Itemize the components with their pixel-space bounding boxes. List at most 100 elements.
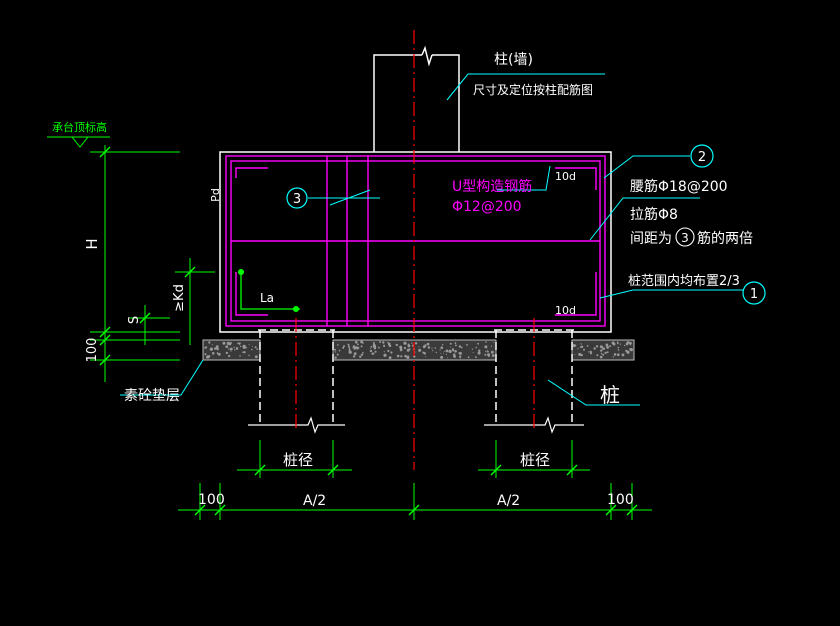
hatch-dot [475,346,478,349]
hatch-dot [458,345,462,348]
hatch-dot [222,341,226,345]
hatch-dot [574,354,576,356]
hatch-dot [383,344,386,347]
hatch-dot [460,346,463,349]
hatch-dot [374,350,377,353]
hatch-dot [211,344,213,346]
hatch-dot [624,344,626,347]
hatch-dot [337,344,339,346]
hatch-dot [233,346,235,348]
hatch-dot [425,356,427,358]
hatch-dot [404,354,407,358]
hatch-dot [360,353,364,356]
hatch-dot [604,351,607,354]
hatch-dot [407,355,409,357]
hatch-dot [472,352,474,353]
dim-100-right: 100 [607,492,634,508]
hatch-dot [432,350,434,352]
hatch-dot [454,342,457,344]
hatch-dot [445,349,449,353]
hatch-dot [352,355,356,358]
hatch-dot [577,348,579,350]
hatch-dot [355,340,358,344]
hatch-dot [378,346,380,349]
hatch-dot [239,355,241,357]
column-outline [373,45,460,152]
hatch-dot [449,342,452,345]
hatch-dot [208,356,210,358]
hatch-dot [211,352,215,355]
hatch-dot [611,341,615,345]
hatch-dot [334,356,337,359]
hatch-dot [256,348,259,350]
hatch-dot [395,343,398,347]
tie-spacing-label-b: 筋的两倍 [697,230,753,247]
hatch-dot [477,342,479,345]
hatch-dot [434,347,437,349]
hatch-dot [599,355,603,359]
dimension-ticks [99,146,638,516]
hatch-dot [388,344,392,348]
hatch-dot [440,355,444,359]
rebar-dots [238,269,299,312]
hatch-dot [382,341,385,344]
hatch-dot [613,353,617,356]
hatch-dot [248,344,250,346]
hatch-dot [237,342,240,345]
hatch-dot [617,346,620,349]
hatch-dot [400,355,403,358]
hatch-dot [215,345,219,349]
hatch-dot [372,352,375,355]
dim-h-label: H [83,238,101,249]
hatch-dot [387,341,389,343]
hatch-dot [234,349,236,351]
hatch-dot [455,344,457,347]
hatch-dot [484,345,488,349]
hatch-dot [334,348,336,351]
dim-100-vertical: 100 [85,338,100,363]
pile-diameter-left: 桩径 [283,451,313,469]
ten-d-bottom-label: 10d [555,304,576,317]
hatch-dot [442,352,444,354]
hatch-dot [617,353,620,357]
hatch-dot [216,353,219,355]
dim-a-half-right: A/2 [497,493,520,509]
hatch-dot [243,351,246,354]
hatch-dot [403,346,406,350]
column-note: 尺寸及定位按柱配筋图 [473,82,593,97]
hatch-dot [372,344,375,346]
hatch-dot [407,344,411,348]
hatch-dot [609,345,612,348]
hatch-dot [229,347,233,351]
svg-text:1: 1 [750,287,758,302]
hatch-dot [427,346,431,349]
hatch-dot [484,353,487,356]
hatch-dot [418,348,422,352]
hatch-dot [477,351,481,355]
centerlines [295,30,535,470]
hatch-dot [396,354,400,358]
hatch-dot [459,355,462,358]
hatch-dot [439,349,441,351]
hatch-dot [338,349,341,352]
hatch-dot [352,346,354,348]
hatch-dot [230,350,232,352]
hatch-dot [235,347,239,350]
hatch-dot [238,343,241,345]
dim-s-label: S [127,316,142,324]
hatch-dot [440,346,444,350]
hatch-dot [491,354,495,357]
hatch-dot [418,346,420,348]
hatch-dot [485,341,487,343]
hatch-dot [606,351,609,354]
u-bar-label: U型构造钢筋 [452,178,532,195]
tie-spacing-label-a: 间距为 [630,231,672,247]
column-label: 柱(墙) [494,52,533,68]
marker-one: 1 [742,281,766,305]
hatch-dot [228,348,230,350]
hatch-dot [228,354,231,358]
hatch-dot [583,348,585,351]
svg-text:2: 2 [698,150,706,165]
